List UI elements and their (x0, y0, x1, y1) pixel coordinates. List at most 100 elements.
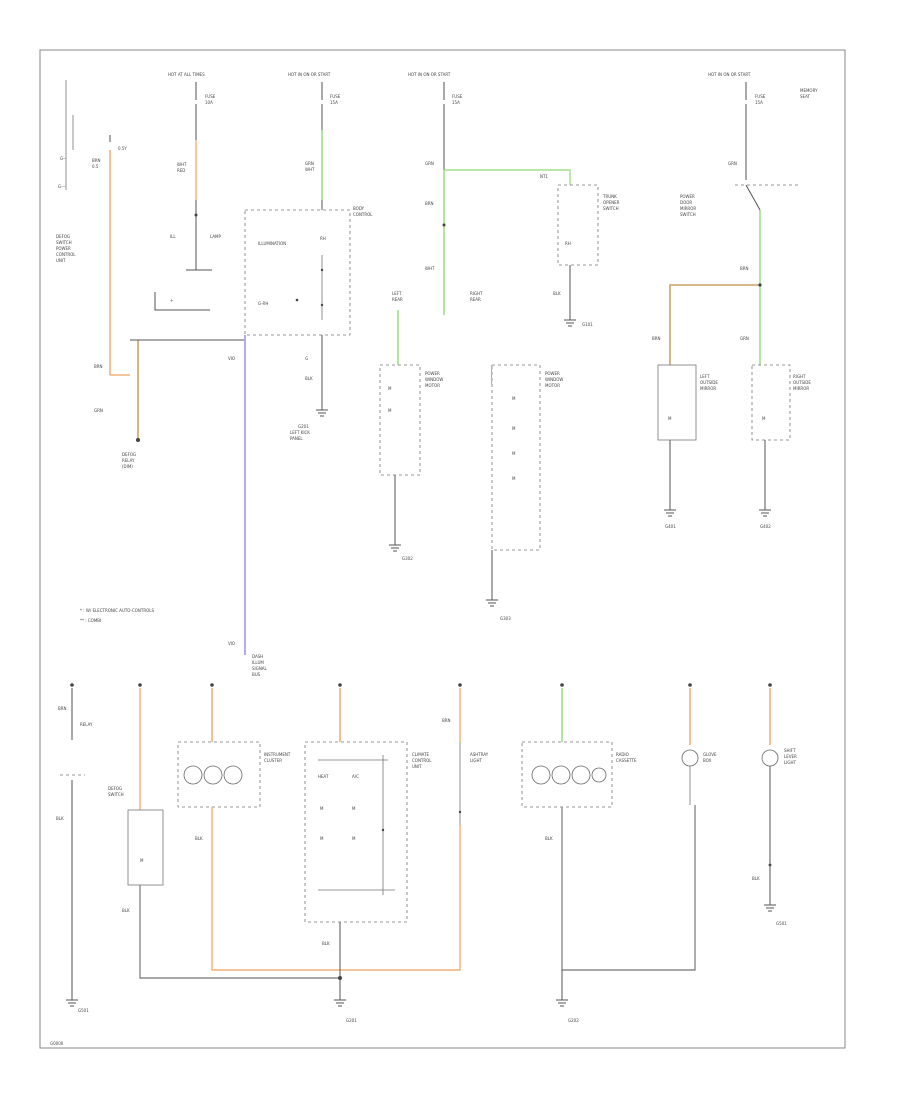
svg-text:RH: RH (565, 241, 571, 246)
svg-text:M: M (512, 476, 516, 481)
svg-text:RED: RED (177, 168, 185, 173)
svg-text:LIGHT: LIGHT (470, 758, 483, 763)
svg-text:HOT IN ON OR START: HOT IN ON OR START (408, 72, 451, 77)
circuit-fuse-2: HOT IN ON OR START FUSE 15A GRN WHT G BL… (288, 72, 341, 441)
svg-text:0.5: 0.5 (92, 164, 99, 169)
svg-text:SWITCH: SWITCH (603, 206, 619, 211)
svg-text:BRN: BRN (58, 706, 67, 711)
svg-text:(DIM): (DIM) (122, 464, 133, 469)
svg-text:M: M (320, 806, 324, 811)
svg-text:BRN: BRN (92, 158, 101, 163)
svg-text:G303: G303 (500, 616, 511, 621)
svg-text:M: M (320, 836, 324, 841)
svg-text:CONTROL: CONTROL (353, 212, 373, 217)
circuit-left-1: G-- G--- 0.5Y BRN 0.5 DEFOG SWITCH POWER… (56, 80, 245, 469)
svg-text:TRUNK: TRUNK (602, 194, 617, 199)
svg-text:M: M (388, 408, 392, 413)
svg-text:MOTOR: MOTOR (425, 383, 440, 388)
bottom-circuit-f: RADIO CASSETTE BLK G202 (521, 683, 696, 1023)
svg-text:OPENER: OPENER (603, 200, 620, 205)
svg-text:G202: G202 (568, 1018, 579, 1023)
svg-text:M: M (388, 386, 392, 391)
svg-text:LEVER: LEVER (784, 754, 797, 759)
legend-2: ** : COMBI (80, 618, 101, 623)
svg-text:SHIFT: SHIFT (784, 748, 796, 753)
svg-text:ILL: ILL (170, 234, 176, 239)
svg-text:GLOVE: GLOVE (703, 752, 717, 757)
svg-text:BLK: BLK (122, 908, 130, 913)
left-mirror: M LEFT OUTSIDE MIRROR G401 (657, 364, 718, 529)
svg-text:MOTOR: MOTOR (545, 383, 560, 388)
svg-text:SWITCH: SWITCH (56, 240, 72, 245)
svg-text:G501: G501 (776, 921, 787, 926)
svg-text:BLK: BLK (553, 291, 561, 296)
bottom-circuit-g: GLOVE BOX (681, 683, 717, 805)
svg-text:UNIT: UNIT (56, 258, 66, 263)
svg-text:G302: G302 (402, 556, 413, 561)
svg-text:G501: G501 (78, 1008, 89, 1013)
svg-text:SIGNAL: SIGNAL (252, 666, 268, 671)
svg-text:REAR: REAR (392, 297, 403, 302)
svg-text:CLIMATE: CLIMATE (412, 752, 430, 757)
wire-green-2 (444, 169, 571, 185)
svg-text:M: M (668, 416, 672, 421)
svg-text:SWITCH: SWITCH (108, 792, 124, 797)
svg-text:RADIO: RADIO (616, 752, 629, 757)
circuit-fuse-3: HOT IN ON OR START FUSE 15A GRN NT1 BRN … (408, 72, 571, 315)
svg-text:GRN: GRN (305, 161, 314, 166)
svg-text:M: M (352, 806, 356, 811)
svg-text:BRN: BRN (442, 718, 451, 723)
illumination-module: ILLUMINATION RH G-RH BODY CONTROL (244, 206, 373, 336)
svg-text:M: M (512, 396, 516, 401)
svg-text:G201: G201 (298, 424, 309, 429)
svg-text:DEFOG: DEFOG (108, 786, 122, 791)
svg-text:CONTROL: CONTROL (412, 758, 432, 763)
svg-text:WHT: WHT (425, 266, 435, 271)
svg-text:RELAY: RELAY (122, 458, 135, 463)
svg-text:BLK: BLK (322, 941, 330, 946)
svg-text:MEMORY: MEMORY (800, 88, 818, 93)
svg-text:LEFT: LEFT (700, 374, 710, 379)
svg-text:15A: 15A (452, 100, 460, 105)
svg-text:M: M (512, 426, 516, 431)
svg-text:SEAT: SEAT (800, 94, 810, 99)
svg-text:VIO: VIO (228, 356, 235, 361)
svg-text:BODY: BODY (353, 206, 365, 211)
svg-text:+: + (170, 298, 173, 303)
center-box-2: RIGHT REAR M M M M POWER WINDOW MOTOR G3… (470, 291, 563, 621)
svg-text:G-RH: G-RH (258, 301, 268, 306)
svg-text:HOT AT ALL TIMES: HOT AT ALL TIMES (168, 72, 205, 77)
svg-text:LEFT: LEFT (392, 291, 402, 296)
svg-text:BLK: BLK (752, 876, 760, 881)
svg-text:OUTSIDE: OUTSIDE (700, 380, 718, 385)
svg-text:UNIT: UNIT (412, 764, 422, 769)
bottom-circuit-c: INSTRUMENT CLUSTER BLK (177, 683, 461, 971)
svg-text:RH: RH (320, 236, 326, 241)
svg-text:HEAT: HEAT (318, 774, 329, 779)
svg-text:GRN: GRN (425, 161, 434, 166)
svg-text:BLK: BLK (195, 836, 203, 841)
svg-text:G---: G--- (58, 184, 66, 189)
svg-text:WINDOW: WINDOW (545, 377, 563, 382)
svg-text:G402: G402 (760, 524, 771, 529)
wire-tan-2 (669, 284, 760, 365)
svg-text:BRN: BRN (652, 336, 661, 341)
center-box-1: LEFT REAR M M POWER WINDOW MOTOR G302 (379, 291, 443, 561)
svg-text:POWER: POWER (680, 194, 695, 199)
svg-text:FUSE: FUSE (205, 94, 216, 99)
circuit-fuse-4: HOT IN ON OR START MEMORY SEAT FUSE 15A … (652, 72, 818, 365)
bottom-circuit-h: SHIFT LEVER LIGHT BLK G501 (752, 683, 797, 926)
wire-gray-1 (139, 885, 340, 979)
svg-text:LEFT KICK: LEFT KICK (290, 430, 310, 435)
bottom-circuit-e: BRN ASHTRAY LIGHT (442, 683, 489, 825)
svg-text:NT1: NT1 (540, 174, 548, 179)
svg-text:CLUSTER: CLUSTER (264, 758, 282, 763)
svg-text:MIRROR: MIRROR (793, 386, 809, 391)
svg-text:OUTSIDE: OUTSIDE (793, 380, 811, 385)
svg-text:M: M (512, 451, 516, 456)
svg-text:DASH: DASH (252, 654, 263, 659)
svg-text:PANEL: PANEL (290, 436, 303, 441)
svg-text:G: G (305, 356, 308, 361)
svg-text:RELAY: RELAY (80, 722, 93, 727)
svg-text:VIO: VIO (228, 641, 235, 646)
